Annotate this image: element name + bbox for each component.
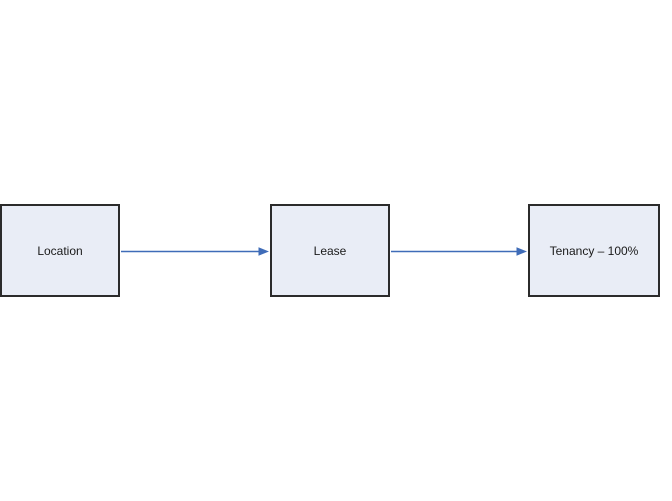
node-lease[interactable]: Lease: [270, 204, 390, 297]
arrowhead-icon: [258, 247, 269, 256]
node-tenancy[interactable]: Tenancy – 100%: [528, 204, 660, 297]
connector-lease-to-tenancy[interactable]: [391, 247, 527, 256]
node-lease-label: Lease: [313, 243, 347, 258]
connector-location-to-lease[interactable]: [121, 247, 269, 256]
node-location-label: Location: [37, 243, 83, 258]
node-tenancy-label: Tenancy – 100%: [549, 243, 639, 258]
arrowhead-icon: [516, 247, 527, 256]
node-location[interactable]: Location: [0, 204, 120, 297]
